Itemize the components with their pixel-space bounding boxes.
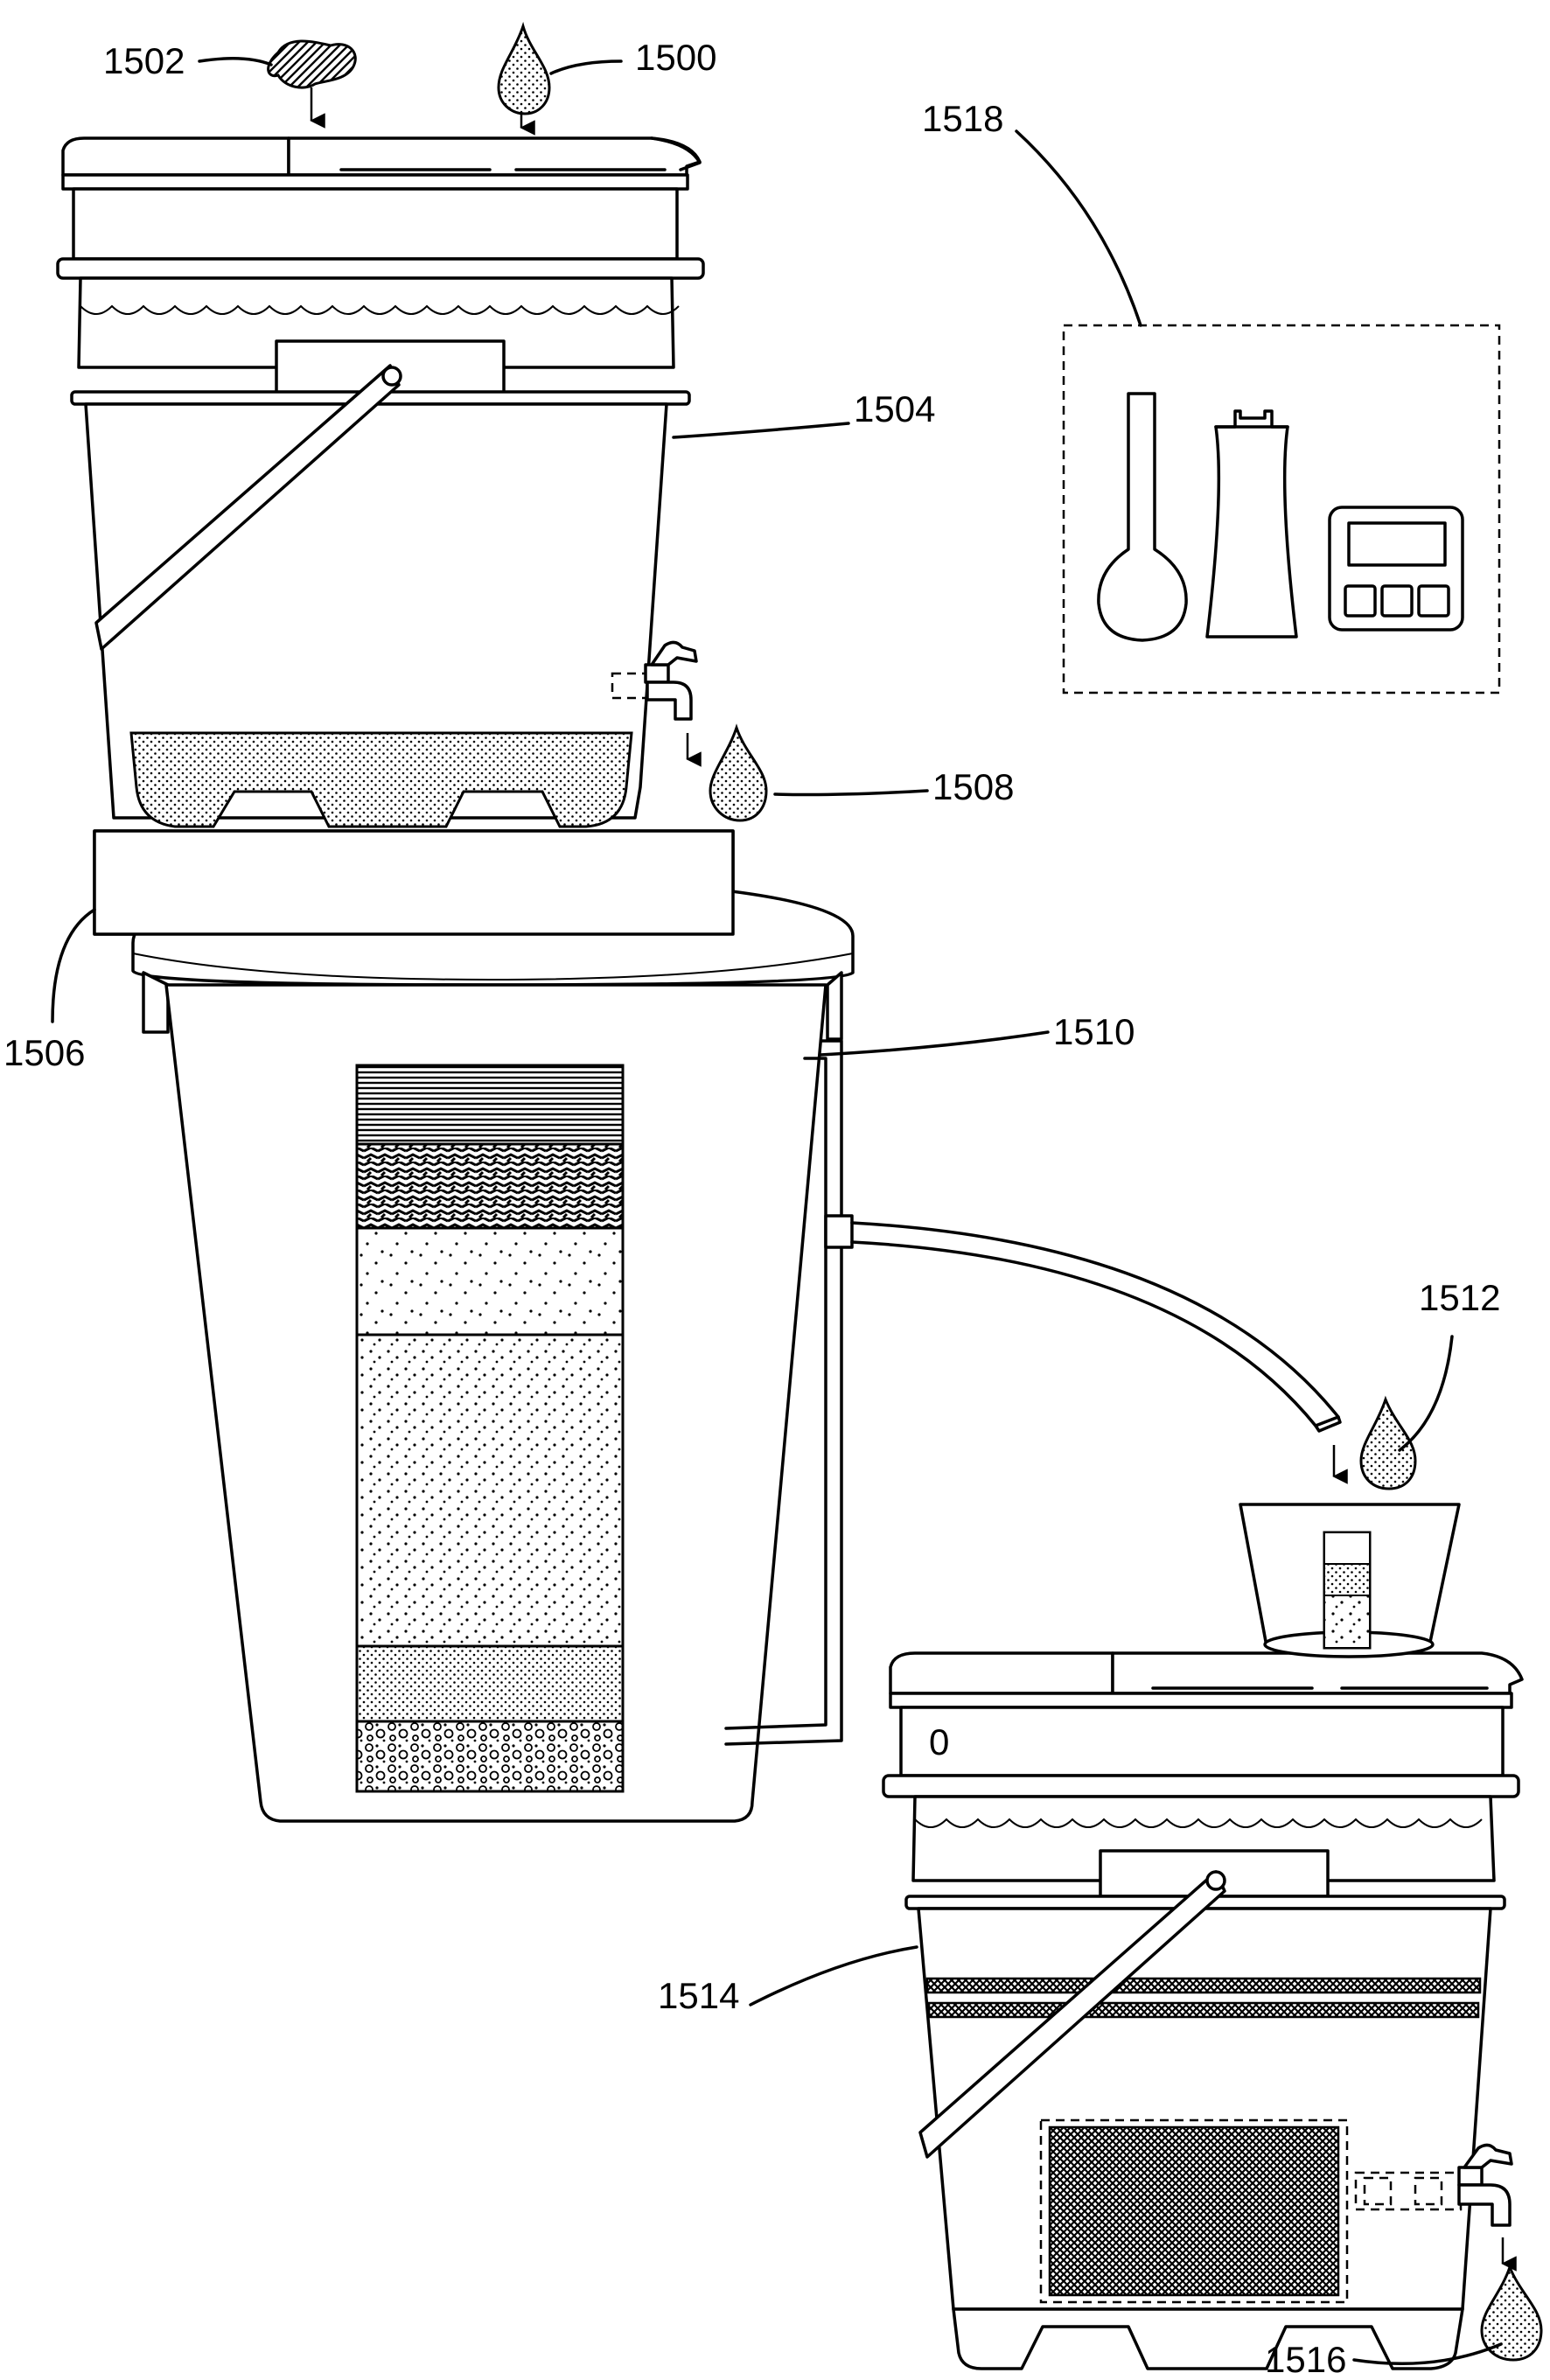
label-1514: 1514 [658, 1975, 739, 2016]
filtered-drop-1508 [709, 723, 768, 822]
label-1518: 1518 [922, 98, 1003, 139]
label-1508: 1508 [932, 766, 1014, 807]
label-1512: 1512 [1419, 1277, 1500, 1318]
top-bucket-1504 [56, 136, 705, 828]
contaminant-sample-1502 [267, 39, 357, 129]
label-1500: 1500 [635, 37, 716, 78]
water-drop-1500 [497, 21, 551, 136]
output-drop-1516 [1480, 2263, 1543, 2362]
bottom-bucket-1514: 0 [882, 1651, 1524, 2370]
label-1502: 1502 [103, 40, 185, 81]
label-1510: 1510 [1053, 1011, 1135, 1052]
filter-bucket-1510 [93, 829, 1348, 1823]
scale-mark: 0 [929, 1721, 949, 1762]
label-1506: 1506 [3, 1032, 85, 1073]
test-kit-1518 [1062, 324, 1501, 694]
funnel-cup [1239, 1503, 1461, 1658]
collected-drop-1512 [1359, 1395, 1417, 1490]
label-1504: 1504 [854, 388, 935, 429]
leader-lines [51, 57, 1503, 2365]
label-1516: 1516 [1265, 2339, 1346, 2380]
